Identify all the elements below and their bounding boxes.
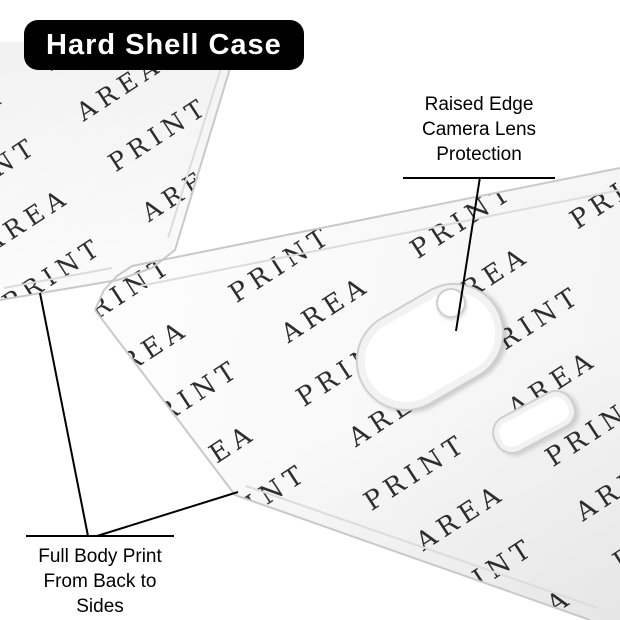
camera-annotation-line1: Raised Edge [424, 94, 534, 115]
title-badge-label: Hard Shell Case [46, 28, 282, 61]
fullbody-annotation-line3: Sides [76, 596, 124, 617]
main-case-rim [139, 189, 620, 609]
fullbody-callout-line-left [39, 292, 89, 537]
fullbody-annotation-line2: From Back to [43, 571, 157, 592]
camera-annotation-line2: Camera Lens [421, 119, 537, 140]
camera-annotation-line3: Protection [436, 144, 522, 165]
fullbody-annotation: Full Body Print From Back to Sides [26, 535, 174, 619]
fullbody-annotation-line1: Full Body Print [38, 546, 162, 567]
corner-case-edge [0, 41, 239, 301]
fullbody-callout-line-right [96, 491, 239, 537]
corner-case-rim [3, 51, 227, 289]
camera-callout-line [455, 176, 481, 332]
camera-annotation: Raised Edge Camera Lens Protection [403, 92, 555, 179]
main-case-edge [94, 167, 620, 620]
title-badge: Hard Shell Case [24, 20, 304, 70]
